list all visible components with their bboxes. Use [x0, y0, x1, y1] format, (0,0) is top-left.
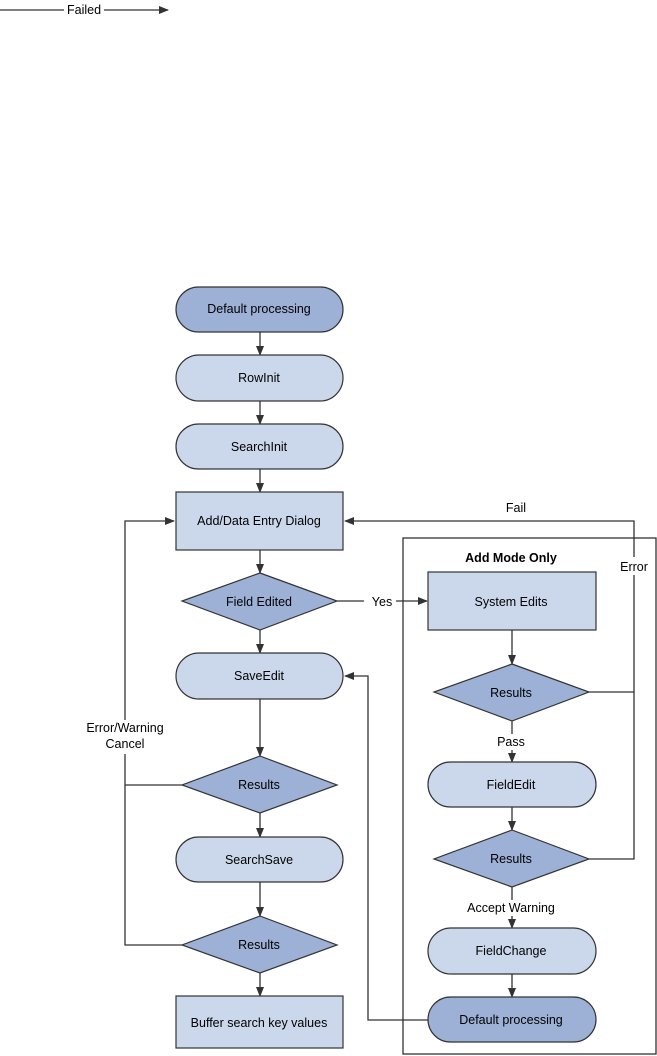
pass-label: Pass	[497, 735, 525, 749]
error-warning-label: Error/Warning	[86, 721, 163, 735]
node-fieldchange	[427, 927, 597, 975]
error-label: Error	[620, 560, 648, 574]
node-buffer-search-key-values-label: Buffer search key values	[191, 1016, 328, 1030]
node-results-4	[432, 829, 591, 888]
node-field-edited	[180, 572, 339, 631]
yes-label: Yes	[372, 595, 392, 609]
node-rowinit	[175, 354, 344, 402]
node-system-edits-label: System Edits	[475, 595, 548, 609]
node-searchinit-label: SearchInit	[231, 440, 288, 454]
node-add-data-entry-dialog	[175, 491, 344, 551]
fail-label: Fail	[506, 501, 526, 515]
node-results-4-label: Results	[490, 852, 532, 866]
node-system-edits	[427, 571, 597, 631]
node-results-3	[432, 663, 591, 722]
node-results-3-label: Results	[490, 686, 532, 700]
pass-label-bg	[490, 734, 532, 750]
node-buffer-search-key-values	[175, 995, 344, 1049]
yes-label-bg	[364, 593, 396, 609]
edge-default-to-saveedit	[344, 672, 428, 1021]
node-searchinit	[175, 423, 344, 470]
node-default-processing-bottom-label: Default processing	[459, 1013, 563, 1027]
connectors	[124, 332, 635, 1021]
edge-error-loop	[589, 692, 635, 860]
accept-warning-label-bg	[456, 900, 568, 916]
node-searchsave	[175, 836, 344, 883]
node-default-processing-bottom	[427, 996, 597, 1043]
error-warning-label-bg	[80, 720, 172, 754]
node-saveedit-label: SaveEdit	[234, 669, 285, 683]
legend: Failed	[0, 3, 169, 17]
node-default-processing-top	[175, 286, 344, 333]
accept-warning-label: Accept Warning	[467, 901, 555, 915]
node-results-2-label: Results	[238, 938, 280, 952]
node-fieldchange-label: FieldChange	[476, 944, 547, 958]
node-field-edited-label: Field Edited	[226, 595, 292, 609]
node-results-2	[180, 915, 339, 974]
edge-results1-cancel-loop	[124, 517, 182, 786]
edge-fail-loop	[344, 517, 635, 693]
node-default-processing-top-label: Default processing	[207, 302, 311, 316]
add-mode-only-title: Add Mode Only	[465, 551, 557, 565]
node-searchsave-label: SearchSave	[225, 853, 293, 867]
legend-label: Failed	[67, 3, 101, 17]
node-fieldedit	[427, 761, 597, 808]
node-saveedit	[175, 652, 344, 700]
node-fieldedit-label: FieldEdit	[487, 778, 536, 792]
edge-results2-cancel-loop	[124, 785, 182, 946]
node-results-1-label: Results	[238, 778, 280, 792]
node-add-data-entry-dialog-label: Add/Data Entry Dialog	[197, 514, 321, 528]
error-label-bg	[614, 557, 654, 575]
cancel-label: Cancel	[106, 737, 145, 751]
node-rowinit-label: RowInit	[238, 371, 280, 385]
node-results-1	[180, 755, 339, 814]
